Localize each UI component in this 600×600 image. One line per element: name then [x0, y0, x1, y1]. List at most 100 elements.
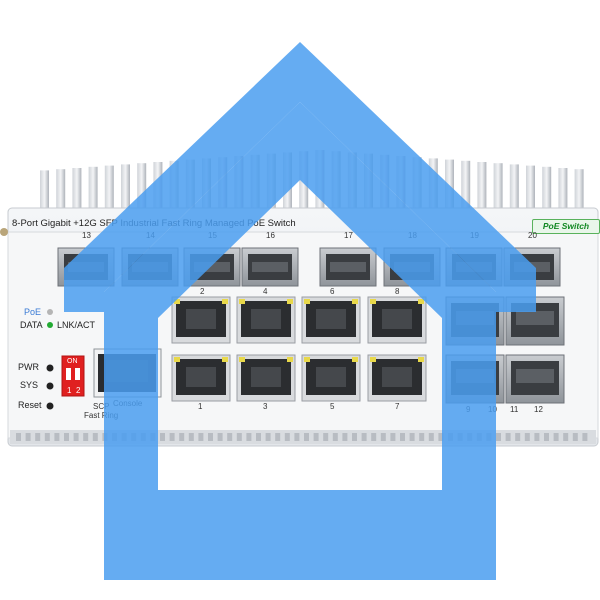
heatsink-fin — [477, 162, 487, 210]
vent-slot — [332, 433, 338, 441]
reset-button[interactable] — [46, 402, 54, 410]
heatsink-fin — [380, 154, 390, 210]
vent-slot — [563, 433, 569, 441]
vent-slot — [256, 433, 261, 441]
heatsink-fin — [40, 170, 49, 210]
port-number: 2 — [200, 287, 205, 296]
heatsink-fin — [266, 153, 276, 210]
vent-slot — [304, 433, 309, 441]
vent-slot — [198, 433, 204, 441]
data-led — [47, 322, 53, 328]
port-number: 8 — [395, 287, 400, 296]
vent-slot — [112, 433, 117, 441]
heatsink-fin — [445, 159, 454, 210]
device-title: 8-Port Gigabit +12G SFP Industrial Fast … — [12, 218, 296, 229]
vent-slot — [284, 433, 290, 441]
heatsink-fin — [153, 162, 163, 210]
vent-slot — [16, 433, 21, 441]
brand-badge: PoE Switch — [532, 219, 600, 234]
vent-slot — [294, 433, 300, 441]
vent-slot — [390, 433, 396, 441]
vent-slot — [179, 433, 185, 441]
heatsink-fin — [542, 166, 552, 210]
vent-slot — [342, 433, 348, 441]
vent-slot — [160, 433, 165, 441]
vent-slot — [486, 433, 492, 441]
vent-slot — [313, 433, 319, 441]
heatsink-fin — [72, 168, 82, 210]
console-label: Console — [113, 399, 143, 408]
vent-slot — [582, 433, 588, 441]
fast-ring-label: Fast Ring — [84, 411, 119, 420]
heatsink-fins — [40, 150, 584, 210]
heatsink-fin — [137, 163, 147, 210]
heatsink-fin — [493, 163, 503, 210]
heatsink-fin — [364, 153, 373, 210]
sfp-port-number: 12 — [534, 405, 543, 414]
vent-slot — [544, 433, 549, 441]
heatsink-fin — [202, 158, 211, 210]
vent-slot — [131, 433, 137, 441]
vent-slot — [121, 433, 127, 441]
sfp-port-number: 16 — [266, 231, 275, 240]
vent-slot — [361, 433, 367, 441]
vent-slot — [275, 433, 281, 441]
heatsink-fin — [461, 160, 471, 210]
pwr-led — [46, 364, 54, 372]
dip-on-label: ON — [67, 358, 78, 365]
vent-slot — [35, 433, 41, 441]
vent-slot — [534, 433, 540, 441]
heatsink-fin — [574, 169, 584, 210]
data-label: DATA — [20, 320, 43, 330]
vent-slot — [92, 433, 98, 441]
vent-slot — [438, 433, 444, 441]
poe-label: PoE — [24, 307, 42, 317]
heatsink-fin — [396, 156, 406, 210]
vent-slot — [265, 433, 271, 441]
heatsink-fin — [121, 164, 130, 210]
vent-slot — [352, 433, 357, 441]
pwr-label: PWR — [18, 362, 39, 372]
vent-slot — [371, 433, 377, 441]
vent-slot — [208, 433, 213, 441]
sfp-port-number: 10 — [488, 405, 497, 414]
vent-slot — [236, 433, 242, 441]
port-number: 7 — [395, 402, 400, 411]
heatsink-fin — [412, 157, 422, 210]
scp-label: SCP — [93, 402, 110, 411]
heatsink-fin — [88, 166, 98, 210]
sfp-port-number: 17 — [344, 231, 353, 240]
vent-slot — [25, 433, 31, 441]
vent-slot — [83, 433, 89, 441]
vent-slot — [323, 433, 329, 441]
sfp-port-number: 11 — [510, 405, 519, 414]
vent-slot — [419, 433, 425, 441]
vent-slot — [476, 433, 482, 441]
heatsink-fin — [331, 151, 341, 210]
vent-slot — [515, 433, 521, 441]
sfp-port-number: 14 — [146, 231, 155, 240]
sys-led — [46, 382, 54, 390]
heatsink-fin — [347, 152, 357, 210]
vent-slot — [448, 433, 453, 441]
port-number: 6 — [330, 287, 335, 296]
heatsink-fin — [104, 165, 114, 210]
vent-slot — [553, 433, 559, 441]
vent-slot — [44, 433, 50, 441]
vent-slot — [102, 433, 108, 441]
dip-switch[interactable] — [61, 355, 85, 397]
sfp-port-number: 20 — [528, 231, 537, 240]
vent-slot — [496, 433, 501, 441]
vent-slot — [150, 433, 156, 441]
heatsink-fin — [283, 152, 292, 210]
heatsink-fin — [250, 154, 260, 210]
vent-slot — [54, 433, 60, 441]
heatsink-fin — [234, 156, 244, 210]
sfp-port-number: 19 — [470, 231, 479, 240]
heatsink-fin — [169, 160, 179, 210]
dip-pin-2: 2 — [76, 386, 81, 395]
heatsink-fin — [558, 168, 568, 210]
dip-pin-1: 1 — [67, 386, 72, 395]
heatsink-fin — [315, 150, 325, 210]
